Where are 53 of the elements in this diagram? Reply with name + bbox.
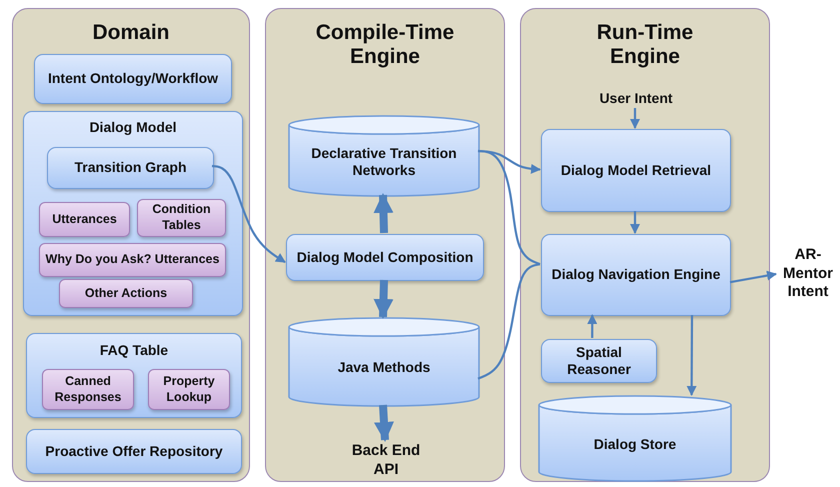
process-box — [541, 234, 731, 316]
node-label: Proactive Offer Repository — [44, 442, 224, 460]
node-label: Dialog Model Retrieval — [560, 162, 712, 180]
node-label: Spatial Reasoner — [566, 344, 632, 378]
panel — [12, 8, 250, 482]
node-label: Utterances — [51, 212, 118, 228]
heading: Compile-Time Engine — [314, 21, 456, 69]
node-label: Dialog Model Composition — [296, 248, 474, 266]
process-box — [34, 54, 232, 104]
node-label: Dialog Navigation Engine — [550, 266, 722, 284]
block-arrow — [374, 404, 394, 442]
node-label: Dialog Store — [592, 436, 678, 454]
item-box — [39, 243, 226, 277]
process-box — [541, 129, 731, 212]
item-box — [137, 199, 226, 237]
node-label: User Intent — [598, 90, 674, 108]
heading: Dialog Model — [88, 119, 178, 135]
heading: FAQ Table — [98, 342, 170, 358]
arrow — [212, 164, 286, 264]
node-label: AR-Mentor Intent — [782, 246, 834, 302]
process-box — [47, 147, 214, 189]
arrow — [686, 315, 697, 396]
node-label: Java Methods — [336, 359, 432, 377]
panel — [520, 8, 770, 482]
node-label: Declarative Transition Networks — [310, 144, 458, 180]
node-label: Canned Responses — [54, 374, 122, 406]
process-box — [23, 111, 243, 316]
item-box — [39, 202, 130, 237]
node-label: Condition Tables — [151, 202, 212, 234]
item-box — [148, 369, 230, 410]
arrow — [730, 270, 777, 284]
node-label: Intent Ontology/Workflow — [46, 70, 220, 88]
panel — [265, 8, 505, 482]
heading: Run-Time Engine — [596, 21, 694, 69]
connector-line — [478, 150, 540, 266]
process-box — [26, 429, 242, 474]
item-box — [59, 279, 193, 308]
node-label: Other Actions — [84, 286, 168, 302]
node-label: Transition Graph — [73, 159, 188, 177]
arrow — [630, 108, 640, 129]
process-box — [541, 339, 657, 383]
block-arrow — [373, 193, 394, 234]
block-arrow — [374, 280, 394, 319]
arrow — [630, 211, 640, 234]
node-label: Back End API — [350, 442, 422, 480]
arrow — [587, 314, 598, 338]
process-box — [286, 234, 484, 281]
node-label: Why Do you Ask? Utterances — [44, 252, 220, 268]
connector-line — [478, 263, 540, 380]
heading: Domain — [91, 21, 170, 45]
item-box — [42, 369, 134, 410]
node-label: Property Lookup — [162, 374, 216, 406]
process-box — [26, 333, 242, 418]
